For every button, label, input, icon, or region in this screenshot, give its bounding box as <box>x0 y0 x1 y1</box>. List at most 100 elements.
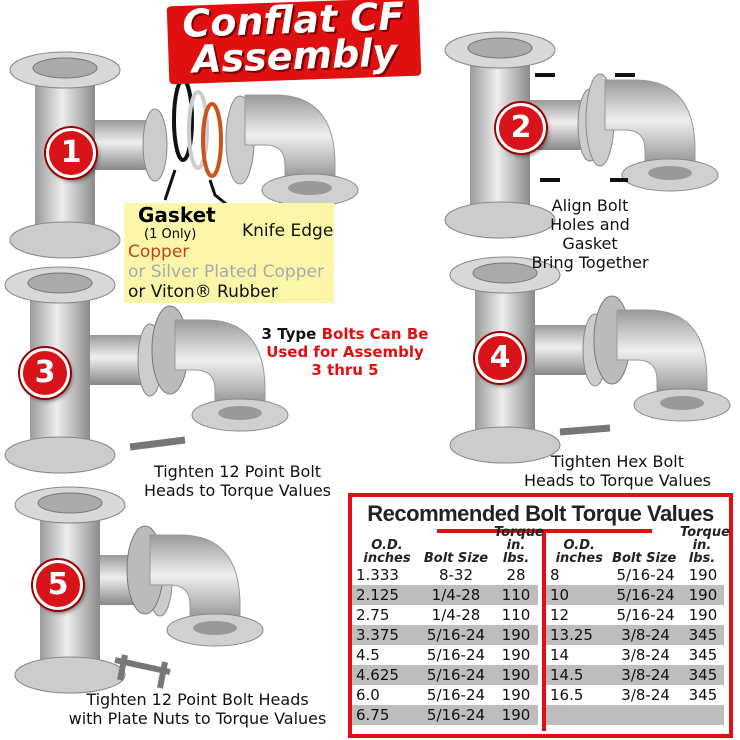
torque-cell: 345 <box>688 646 718 664</box>
table-row <box>546 705 724 725</box>
bolt-size-cell: 1/4-28 <box>431 606 481 624</box>
table-row: 14 3/8-24 345 <box>546 645 724 665</box>
step4-caption: Tighten Hex Bolt Heads to Torque Values <box>510 452 725 490</box>
od-cell: 14 <box>550 646 570 664</box>
torque-cell: 190 <box>501 626 531 644</box>
header-bolt-size: Bolt Size <box>423 551 489 566</box>
torque-cell: 110 <box>501 606 531 624</box>
step2-assembly <box>444 31 719 239</box>
od-cell: 10 <box>550 586 570 604</box>
od-cell: 2.75 <box>356 606 390 624</box>
torque-cell: 190 <box>501 686 531 704</box>
od-cell: 3.375 <box>356 626 399 644</box>
torque-cell: 190 <box>501 706 531 724</box>
gasket-subtitle: (1 Only) <box>144 227 197 242</box>
title-line2: Assembly <box>191 30 398 82</box>
header-od: O.D. <box>563 538 595 553</box>
header-od-unit: inches <box>363 551 411 566</box>
torque-cell: 110 <box>501 586 531 604</box>
bolt-size-cell: 5/16-24 <box>616 586 675 604</box>
gasket-option-copper: Copper <box>128 242 190 262</box>
step5-caption: Tighten 12 Point Bolt Heads with Plate N… <box>55 690 340 728</box>
bolts-note-prefix: 3 Type <box>261 325 317 343</box>
caption-line: Heads to Torque Values <box>523 471 712 490</box>
bolt-size-cell <box>609 705 682 725</box>
step-1-badge: 1 <box>46 128 96 178</box>
bolt-size-cell: 3/8-24 <box>621 626 670 644</box>
bolt-size-cell: 1/4-28 <box>431 586 481 604</box>
title-banner: Conflat CF Assembly <box>166 0 422 85</box>
step5-assembly <box>14 486 264 694</box>
caption-line: Tighten Hex Bolt <box>551 452 684 471</box>
header-torque: Torque <box>680 525 730 540</box>
gasket-title: Gasket <box>138 203 216 227</box>
step1-elbow <box>163 94 359 217</box>
table-row: 2.125 1/4-28 110 <box>352 585 538 605</box>
od-cell: 14.5 <box>550 666 584 684</box>
table-row: 4.625 5/16-24 190 <box>352 665 538 685</box>
column-divider <box>542 531 546 731</box>
step-2-badge: 2 <box>496 103 546 153</box>
bolts-note-line2: Used for Assembly <box>266 343 424 361</box>
bolt-size-cell: 5/16-24 <box>426 666 486 684</box>
bolt-size-cell: 5/16-24 <box>616 606 675 624</box>
torque-cell: 345 <box>688 686 718 704</box>
od-cell: 6.0 <box>356 686 380 704</box>
bolt-size-cell: 3/8-24 <box>621 646 670 664</box>
header-od: O.D. <box>371 538 403 553</box>
od-cell: 2.125 <box>356 586 399 604</box>
step1-gasket-rings <box>172 78 223 178</box>
torque-cell: 345 <box>688 666 718 684</box>
caption-line: Heads to Torque Values <box>143 481 332 500</box>
bolt-size-cell: 5/16-24 <box>426 646 486 664</box>
bolt-size-cell: 3/8-24 <box>621 666 670 684</box>
header-od-unit: inches <box>555 551 603 566</box>
step3-caption: Tighten 12 Point Bolt Heads to Torque Va… <box>130 462 345 500</box>
caption-line: Bring Together <box>531 253 649 272</box>
step2-caption: Align Bolt Holes and Gasket Bring Togeth… <box>520 196 660 272</box>
torque-cell: 190 <box>688 586 718 604</box>
bolt-size-cell: 5/16-24 <box>426 686 486 704</box>
caption-line: Tighten 12 Point Bolt <box>153 462 322 481</box>
header-bolt-size: Bolt Size <box>612 551 677 566</box>
od-cell: 13.25 <box>550 626 593 644</box>
caption-line: with Plate Nuts to Torque Values <box>68 709 327 728</box>
table-row: 2.75 1/4-28 110 <box>352 605 538 625</box>
bolts-note-line3: 3 thru 5 <box>311 361 379 379</box>
bolt-types-note: 3 Type Bolts Can Be Used for Assembly 3 … <box>250 325 440 379</box>
od-cell <box>546 705 609 725</box>
step3-assembly <box>4 266 289 474</box>
od-cell: 4.625 <box>356 666 399 684</box>
torque-cell: 190 <box>501 666 531 684</box>
od-cell: 1.333 <box>356 566 399 584</box>
caption-line: Tighten 12 Point Bolt Heads <box>86 690 309 709</box>
table-row: 6.0 5/16-24 190 <box>352 685 538 705</box>
torque-table: Recommended Bolt Torque Values O.D.inche… <box>348 493 733 738</box>
bolt-size-cell: 3/8-24 <box>621 686 670 704</box>
torque-cell <box>682 705 724 725</box>
bolts-note-rest: Bolts Can Be <box>321 325 429 343</box>
gasket-option-silver: or Silver Plated Copper <box>128 262 324 282</box>
od-cell: 12 <box>550 606 570 624</box>
table-title: Recommended Bolt Torque Values <box>367 501 714 526</box>
knife-edge-label: Knife Edge <box>242 221 334 241</box>
header-torque: Torque <box>494 525 544 540</box>
table-row: 14.5 3/8-24 345 <box>546 665 724 685</box>
od-cell: 8 <box>550 566 560 584</box>
caption-line: Holes and Gasket <box>550 215 630 253</box>
torque-cell: 190 <box>688 566 718 584</box>
gasket-note: Gasket (1 Only) Copper or Silver Plated … <box>124 203 334 303</box>
header-torque-unit: in. lbs. <box>688 538 716 566</box>
bolt-size-cell: 5/16-24 <box>426 706 486 724</box>
